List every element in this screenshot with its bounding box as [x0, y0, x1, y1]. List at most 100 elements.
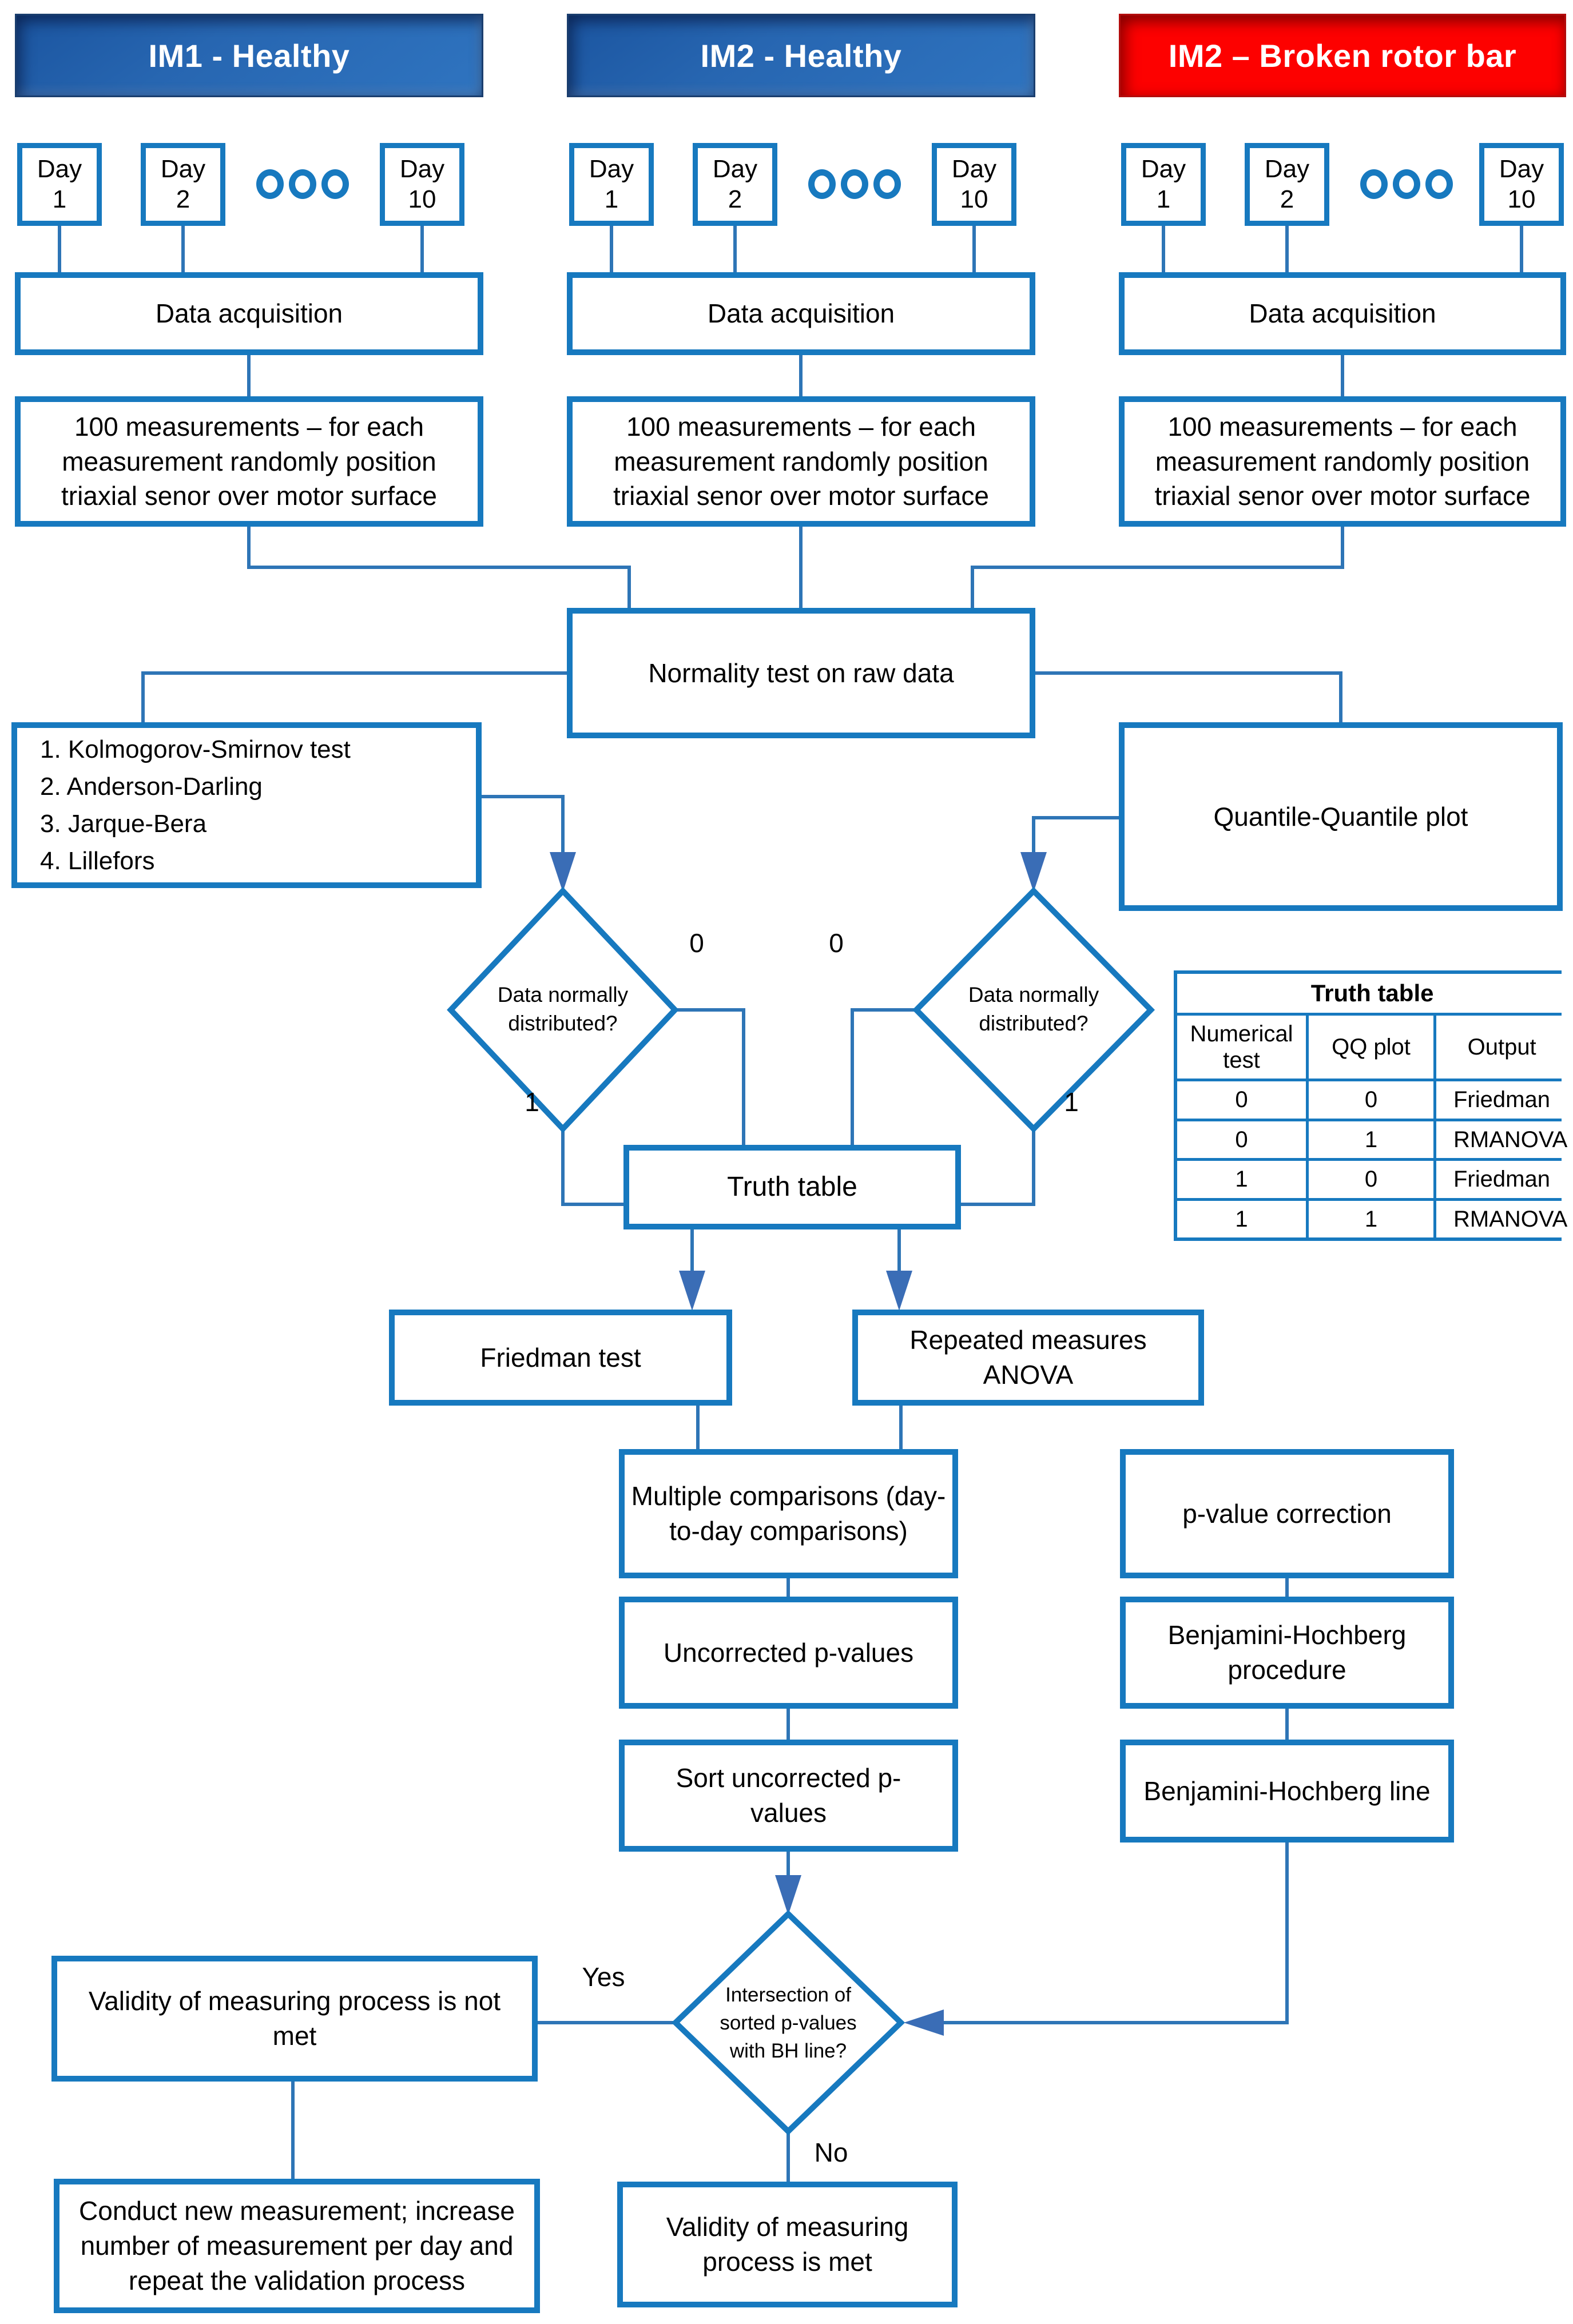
normality-test-box: Normality test on raw data: [567, 608, 1035, 738]
day-box-10-col3: Day 10: [1479, 143, 1564, 226]
truth-table-cell: 0: [1177, 1121, 1306, 1158]
data-acquisition-col1: Data acquisition: [15, 272, 483, 355]
day-word: Day: [589, 154, 634, 183]
qq-plot-box: Quantile-Quantile plot: [1119, 722, 1563, 911]
arrowhead-into-decision3-top: [775, 1875, 801, 1915]
no-label: No: [814, 2138, 848, 2167]
qq-plot-label: Quantile-Quantile plot: [1213, 801, 1468, 831]
truth-table-cell: 0: [1177, 1081, 1306, 1119]
day-number: 1: [1156, 185, 1171, 213]
ellipsis-dot-icon: [1360, 169, 1388, 199]
day-word: Day: [37, 154, 82, 183]
day-word: Day: [951, 154, 997, 183]
day-box-10-col2: Day 10: [932, 143, 1016, 226]
bh-procedure-label: Benjamini-Hochberg procedure: [1167, 1620, 1407, 1685]
decision2-text: Data normally distributed?: [968, 983, 1099, 1035]
day-number: 2: [1280, 185, 1294, 213]
ellipsis-dot-icon: [841, 169, 868, 199]
connector-meas-normality-col1: [247, 527, 631, 608]
numerical-test-item: 2. Anderson-Darling: [40, 772, 263, 801]
validity-met-box: Validity of measuring process is met: [617, 2182, 958, 2307]
day-word: Day: [1141, 154, 1186, 183]
arrowhead-into-rmanova: [886, 1271, 912, 1311]
truth-table-cell: RMANOVA: [1436, 1200, 1568, 1237]
day-word: Day: [1499, 154, 1544, 183]
header-im2-broken-label: IM2 – Broken rotor bar: [1168, 37, 1517, 74]
header-im1-healthy-label: IM1 - Healthy: [148, 37, 350, 74]
arrowhead-into-decision3-right: [904, 2009, 944, 2036]
connector-decision2-one: [961, 1129, 1035, 1206]
day-box-2-col2: Day 2: [693, 143, 777, 226]
connector-tests-decision1: [482, 795, 565, 858]
zero-label-left: 0: [689, 928, 704, 958]
conduct-new-measurement-label: Conduct new measurement; increase number…: [79, 2196, 515, 2295]
ellipsis-dot-icon: [1393, 169, 1420, 199]
decision3-text: Intersection of sorted p-values with BH …: [720, 1984, 857, 2062]
uncorrected-pvalues-box: Uncorrected p-values: [619, 1597, 958, 1709]
bh-line-label: Benjamini-Hochberg line: [1143, 1776, 1431, 1806]
pvalue-correction-label: p-value correction: [1182, 1498, 1392, 1529]
ellipsis-dot-icon: [289, 169, 316, 199]
bh-procedure-box: Benjamini-Hochberg procedure: [1120, 1597, 1454, 1709]
day-number: 10: [408, 185, 436, 213]
decision2-label: Data normally distributed?: [948, 944, 1119, 1075]
validity-not-met-box: Validity of measuring process is not met: [51, 1956, 538, 2082]
one-label-left: 1: [525, 1087, 539, 1117]
connector-decision1-zero: [675, 1008, 745, 1145]
day-word: Day: [160, 154, 206, 183]
multiple-comparisons-box: Multiple comparisons (day-to-day compari…: [619, 1449, 958, 1578]
day-box-2-col1: Day 2: [141, 143, 225, 226]
measurements-col1: 100 measurements – for each measurement …: [15, 396, 483, 527]
arrowhead-into-friedman: [679, 1271, 705, 1311]
measurements-label: 100 measurements – for each measurement …: [61, 411, 438, 511]
day-box-2-col3: Day 2: [1245, 143, 1329, 226]
normality-test-label: Normality test on raw data: [648, 658, 954, 688]
connector-decision2-zero: [851, 1008, 916, 1145]
truth-table-cell: 1: [1309, 1121, 1433, 1158]
truth-table-cell: 1: [1177, 1161, 1306, 1198]
connector-normality-tests: [141, 671, 567, 722]
numerical-test-item: 4. Lillefors: [40, 847, 155, 876]
day-box-1-col3: Day 1: [1121, 143, 1206, 226]
day-word: Day: [399, 154, 445, 183]
friedman-label: Friedman test: [480, 1342, 641, 1372]
truth-table-header-numerical: Numerical test: [1177, 1016, 1306, 1079]
arrowhead-into-decision1: [550, 852, 576, 892]
header-im2-healthy-label: IM2 - Healthy: [700, 37, 902, 74]
day-number: 2: [176, 185, 190, 213]
multiple-comparisons-label: Multiple comparisons (day-to-day compari…: [631, 1481, 946, 1546]
decision1-label: Data normally distributed?: [477, 944, 649, 1075]
day-box-10-col1: Day 10: [380, 143, 464, 226]
data-acquisition-label: Data acquisition: [1249, 299, 1436, 329]
sort-pvalues-label: Sort uncorrected p-values: [676, 1763, 901, 1828]
data-acquisition-col3: Data acquisition: [1119, 272, 1566, 355]
validity-met-label: Validity of measuring process is met: [666, 2212, 909, 2277]
measurements-label: 100 measurements – for each measurement …: [613, 411, 990, 511]
data-acquisition-label: Data acquisition: [707, 299, 895, 329]
truth-table-cell: 1: [1177, 1200, 1306, 1237]
truth-table: Truth table Numerical test QQ plot Outpu…: [1174, 970, 1568, 1241]
friedman-box: Friedman test: [389, 1310, 732, 1406]
day-box-1-col1: Day 1: [17, 143, 102, 226]
numerical-test-item: 1. Kolmogorov-Smirnov test: [40, 735, 351, 763]
measurements-label: 100 measurements – for each measurement …: [1154, 411, 1531, 511]
header-im2-healthy: IM2 - Healthy: [567, 14, 1035, 97]
zero-label-right: 0: [829, 928, 844, 958]
connector-qqplot-decision2: [1032, 816, 1119, 858]
ellipsis-dot-icon: [321, 169, 349, 199]
measurements-col3: 100 measurements – for each measurement …: [1119, 396, 1566, 527]
data-acquisition-label: Data acquisition: [155, 299, 343, 329]
arrowhead-into-decision2: [1020, 852, 1047, 892]
connector-normality-qqplot: [1035, 671, 1342, 722]
yes-label: Yes: [582, 1962, 625, 1992]
bh-line-box: Benjamini-Hochberg line: [1120, 1740, 1454, 1843]
truth-table-step-box: Truth table: [623, 1145, 961, 1229]
conduct-new-measurement-box: Conduct new measurement; increase number…: [54, 2179, 540, 2313]
day-word: Day: [1264, 154, 1310, 183]
day-word: Day: [712, 154, 758, 183]
day-number: 1: [604, 185, 619, 213]
header-im2-broken: IM2 – Broken rotor bar: [1119, 14, 1566, 97]
connector-bhline-decision3: [941, 1843, 1289, 2024]
truth-table-cell: 0: [1309, 1081, 1433, 1119]
